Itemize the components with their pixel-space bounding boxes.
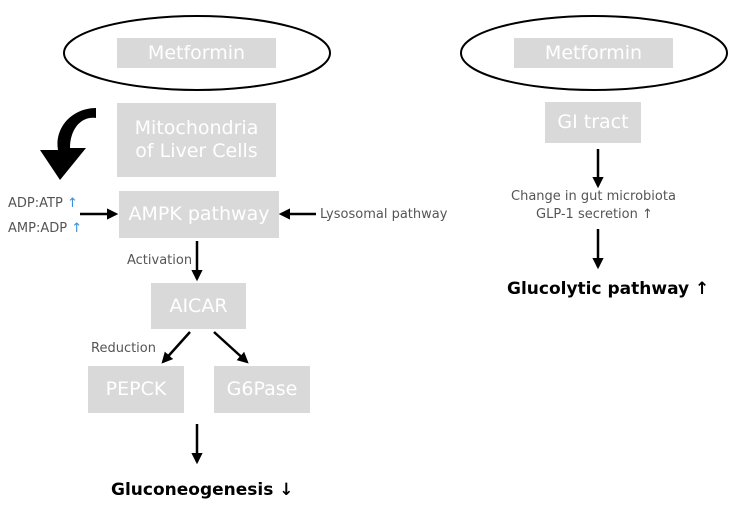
arrow-aicar-to-pepck	[161, 331, 191, 364]
ratio-label-amp-adp: AMP:ADP ↑	[8, 221, 82, 236]
arrow-aicar-to-g6pase	[213, 331, 249, 364]
ratio-label-adp-atp-text: ADP:ATP	[8, 196, 63, 211]
up-arrow-icon: ↑	[71, 221, 83, 236]
metformin-ellipse-left	[63, 15, 331, 91]
glucolytic-pathway-text: Glucolytic pathway	[507, 279, 690, 299]
mitochondria-box: Mitochondria of Liver Cells	[117, 103, 276, 177]
metformin-box-left: Metformin	[117, 38, 276, 68]
g6pase-box: G6Pase	[214, 366, 310, 413]
up-arrow-icon: ↑	[695, 279, 710, 299]
activation-label: Activation	[127, 253, 193, 268]
metformin-box-right: Metformin	[514, 38, 673, 68]
metformin-ellipse-right	[460, 15, 728, 91]
gi-tract-box: GI tract	[545, 102, 641, 143]
up-arrow-icon: ↑	[641, 207, 653, 222]
ratio-label-amp-adp-text: AMP:ADP	[8, 221, 68, 236]
glp1-secretion-text: GLP-1 secretion	[536, 207, 638, 222]
aicar-box: AICAR	[151, 283, 246, 329]
gluconeogenesis-text: Gluconeogenesis	[111, 480, 274, 500]
ratio-label-adp-atp: ADP:ATP ↑	[8, 196, 78, 211]
curved-arrow-icon	[40, 108, 96, 180]
pepck-box: PEPCK	[88, 366, 184, 413]
glucolytic-pathway-outcome: Glucolytic pathway ↑	[507, 279, 709, 299]
glp1-secretion-label: GLP-1 secretion ↑	[536, 207, 653, 222]
ampk-pathway-box: AMPK pathway	[119, 191, 279, 238]
gluconeogenesis-outcome: Gluconeogenesis ↓	[111, 480, 294, 500]
up-arrow-icon: ↑	[66, 196, 78, 211]
down-arrow-icon: ↓	[279, 480, 294, 500]
reduction-label: Reduction	[91, 341, 156, 356]
gut-microbiota-label: Change in gut microbiota	[511, 189, 676, 204]
lysosomal-pathway-label: Lysosomal pathway	[320, 207, 448, 222]
